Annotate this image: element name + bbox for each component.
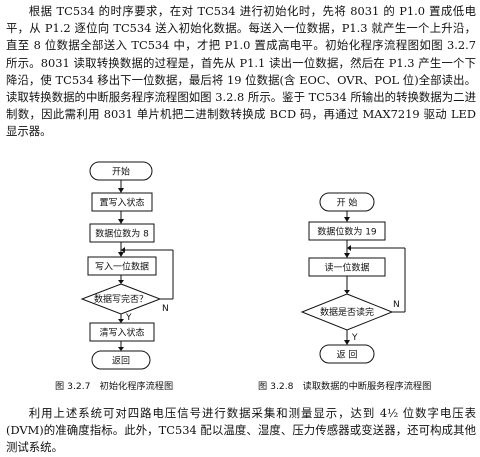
figure-caption-init: 图 3.2.7 初始化程序流程图 [55,380,173,392]
figure-caption-read: 图 3.2.8 读取数据的中断服务程序流程图 [258,380,431,392]
bits-19-label: 数据位数为 19 [317,226,377,238]
no-label-2: N [393,300,400,310]
read-bit-label: 读一位数据 [324,262,369,274]
set-write-state-box [91,192,153,212]
return-label: 返回 [112,355,130,367]
flowchart-init: 开始 置写入状态 数据位数为 8 写入一位数据 数据写完否？ N Y 清写入状态 [55,161,174,392]
bits-8-box [89,223,155,243]
clear-write-state-box [89,322,155,342]
no-label: N [162,304,169,314]
yes-label-2: Y [351,333,358,343]
set-write-state-label: 置写入状态 [99,197,144,209]
bits-8-label: 数据位数为 8 [95,228,149,240]
paragraph-conclusion: 利用上述系统可对四路电压信号进行数据采集和测量显示，达到 4½ 位数字电压表(D… [6,406,476,455]
return-terminal-2 [319,344,375,364]
write-bit-label: 写入一位数据 [95,261,149,273]
write-done-label: 数据写完否？ [94,293,148,305]
flowchart-read-isr: 开 始 数据位数为 19 读一位数据 数据是否读完 N Y 返 回 图 3.2.… [258,192,431,392]
write-bit-box [87,256,157,276]
return-terminal [91,350,151,370]
paragraph-intro: 根据 TC534 的时序要求，在对 TC534 进行初始化时，先将 8031 的… [6,4,476,139]
start-label: 开始 [112,166,130,178]
yes-label: Y [125,313,132,323]
return-label-2: 返 回 [337,349,358,361]
clear-write-state-label: 清写入状态 [99,327,144,339]
start-label-2: 开 始 [337,197,358,209]
read-done-label: 数据是否读完 [320,306,374,318]
